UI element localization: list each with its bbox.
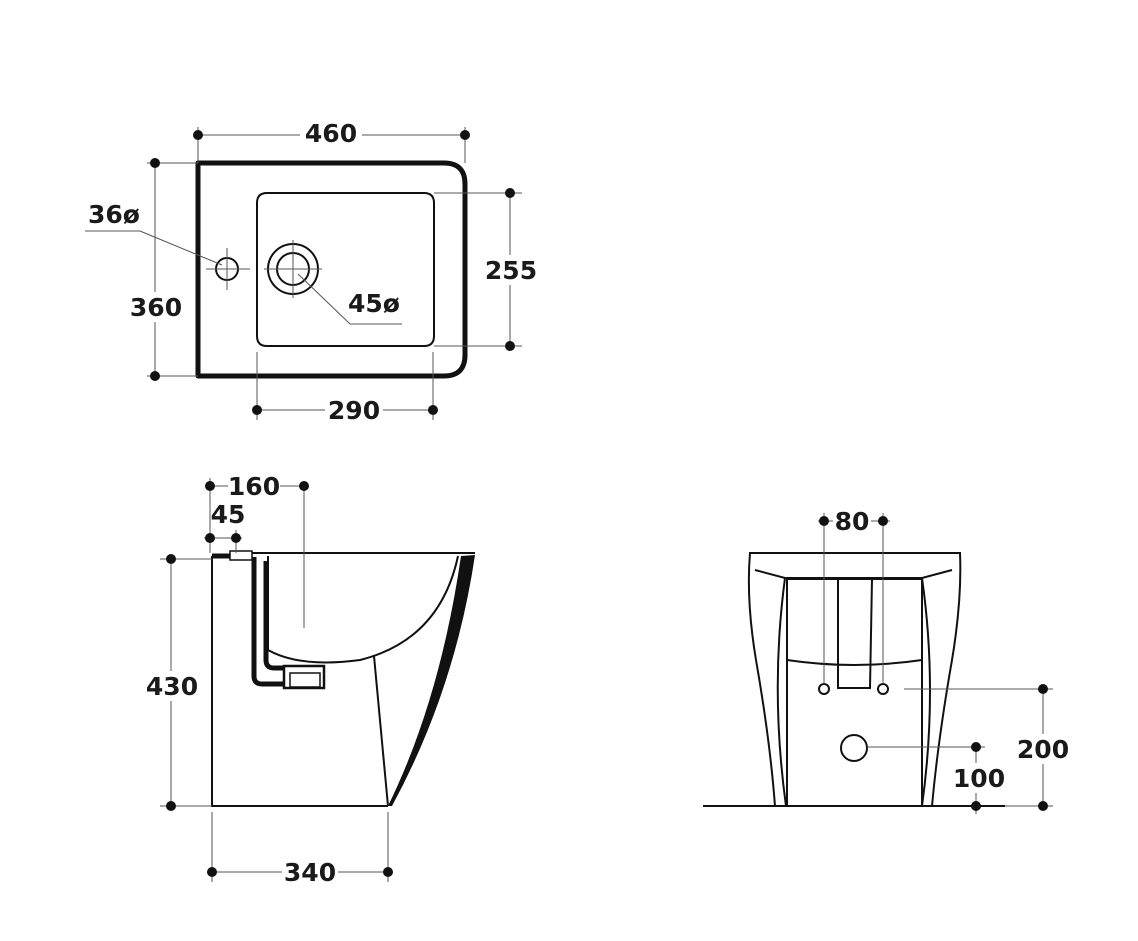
back-outer <box>747 552 962 807</box>
dim-base-depth: 340 <box>284 858 336 887</box>
label-tap-hole: 36ø <box>88 200 140 229</box>
tap-channel <box>251 557 284 687</box>
bowl-curve <box>267 555 459 664</box>
top-view: 460 360 255 290 36ø 45ø <box>85 118 538 425</box>
center-tongue <box>837 578 873 689</box>
bolt-hole-left <box>818 683 830 695</box>
front-profile <box>388 555 475 806</box>
dim-rim-offset: 45 <box>211 500 246 529</box>
bolt-hole-right <box>877 683 889 695</box>
dim-bowl-width: 290 <box>328 396 380 425</box>
back-view: 80 200 100 <box>703 506 1070 814</box>
dim-height: 430 <box>146 672 198 701</box>
waste-hole <box>840 734 868 762</box>
top-outline <box>195 160 468 379</box>
dim-bowl-depth: 255 <box>485 256 537 285</box>
dim-waste-height: 100 <box>953 764 1005 793</box>
label-drain: 45ø <box>348 289 400 318</box>
dim-depth: 360 <box>130 293 182 322</box>
dim-bolt-spacing: 80 <box>835 507 870 536</box>
dim-width: 460 <box>305 119 357 148</box>
bowl-outline <box>256 192 435 347</box>
dim-tap-offset: 160 <box>228 472 280 501</box>
back-panel <box>786 578 923 807</box>
dim-bolt-height: 200 <box>1017 735 1069 764</box>
side-view: 160 45 430 340 <box>144 471 475 887</box>
